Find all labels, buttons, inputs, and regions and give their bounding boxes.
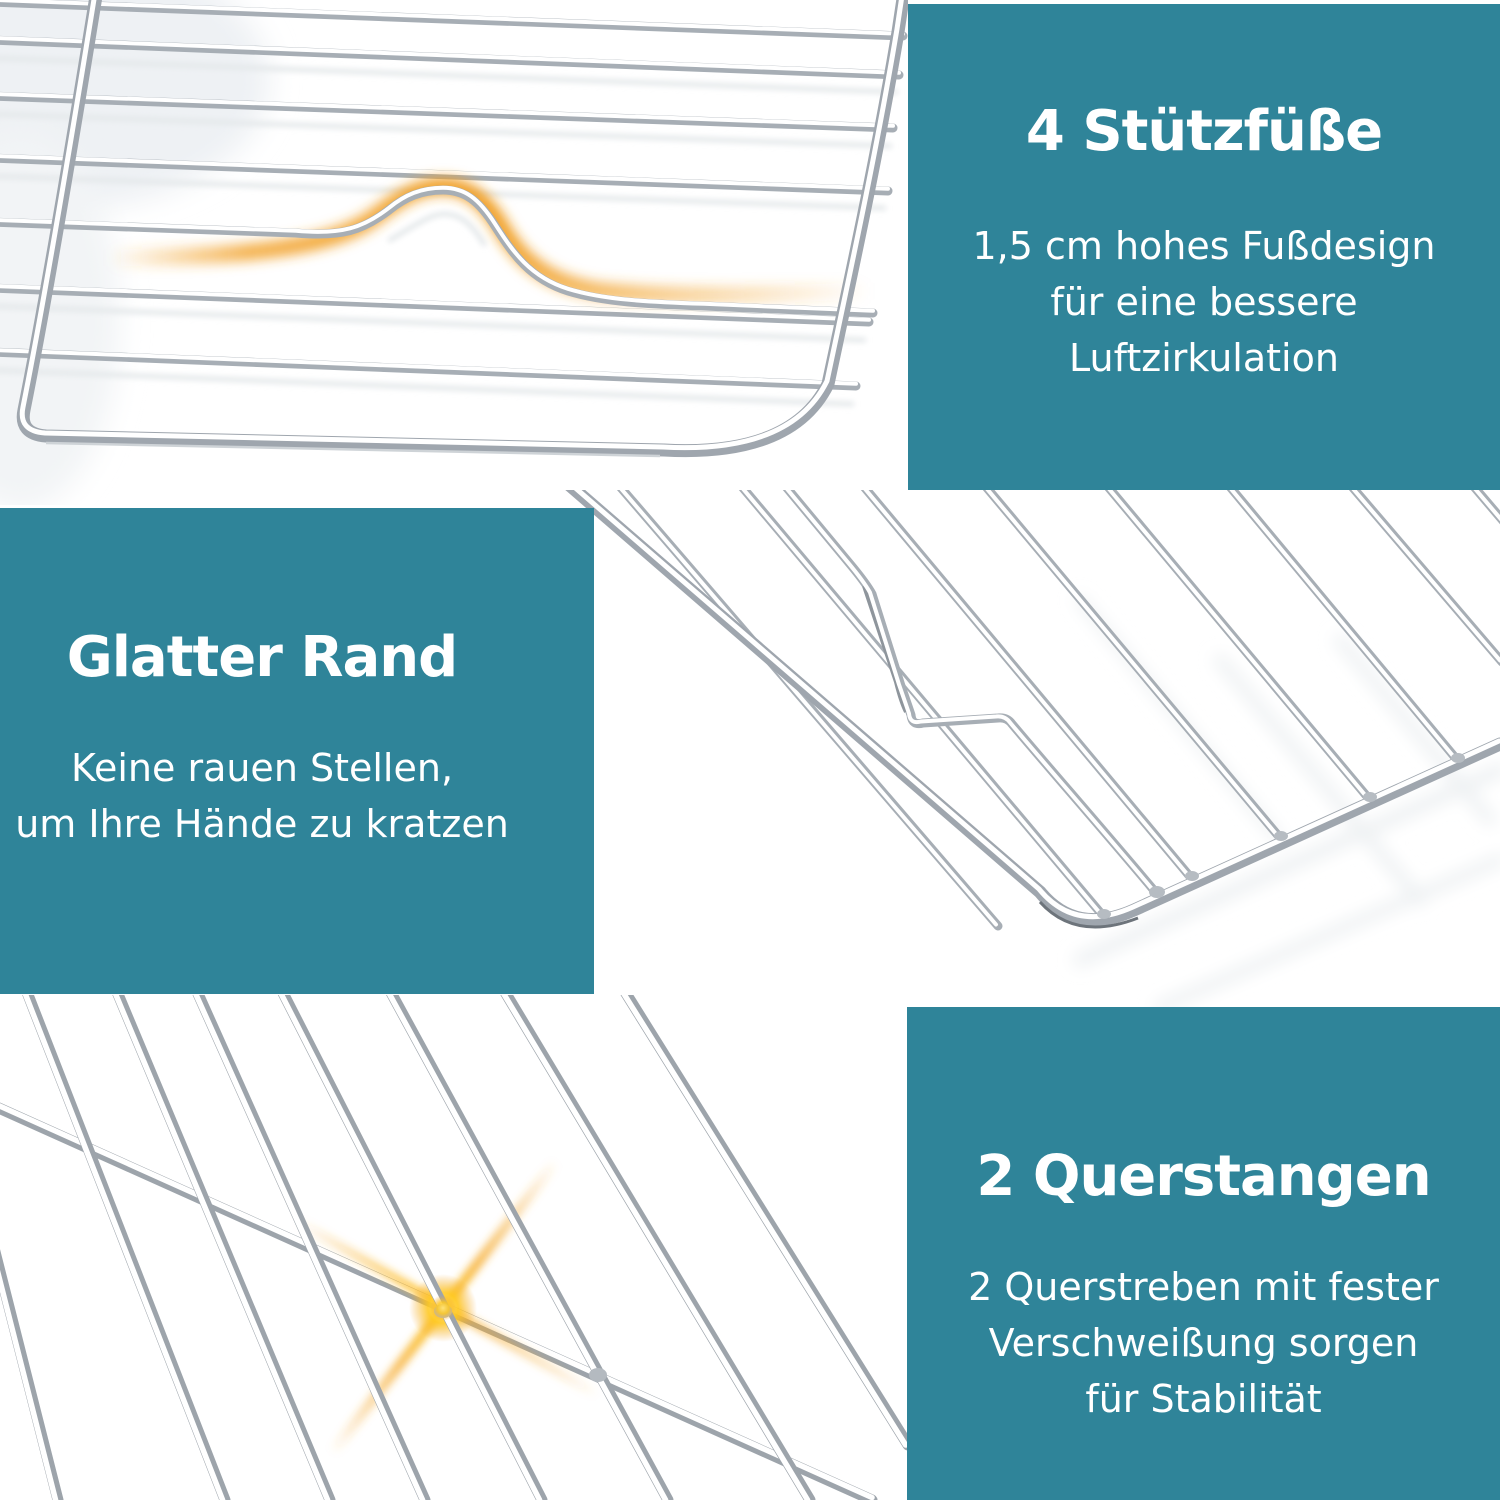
- weld-sparkle-core: [430, 1295, 456, 1321]
- body-line: für eine bessere: [1050, 280, 1358, 324]
- photo-rack-corner-closeup: [565, 490, 1500, 1007]
- body-line: für Stabilität: [1085, 1377, 1322, 1421]
- foot-wire: [0, 185, 878, 318]
- panel-heading: Glatter Rand: [66, 625, 458, 690]
- rack-wires: [616, 490, 1500, 931]
- foot-fold-wire: [782, 490, 1162, 899]
- panel-querstangen: 2 Querstangen 2 Querstreben mit fester V…: [907, 1007, 1500, 1500]
- panel-body: 1,5 cm hohes Fußdesign für eine bessere …: [972, 218, 1435, 386]
- reflection-shadow: [1073, 595, 1500, 1007]
- rack-frame: [565, 490, 1500, 929]
- body-line: um Ihre Hände zu kratzen: [15, 802, 509, 846]
- panel-heading: 2 Querstangen: [976, 1144, 1431, 1209]
- rack-wires: [0, 0, 908, 391]
- body-line: 1,5 cm hohes Fußdesign: [972, 224, 1436, 268]
- body-line: Verschweißung sorgen: [988, 1321, 1419, 1365]
- panel-body: 2 Querstreben mit fester Verschweißung s…: [968, 1259, 1439, 1427]
- photo-rack-crossbar-closeup: [0, 995, 908, 1500]
- panel-heading: 4 Stützfüße: [1025, 99, 1383, 164]
- rack-frame: [16, 0, 908, 458]
- body-line: 2 Querstreben mit fester: [968, 1265, 1439, 1309]
- body-line: Luftzirkulation: [1069, 336, 1339, 380]
- panel-glatter-rand: Glatter Rand Keine rauen Stellen, um Ihr…: [0, 508, 594, 994]
- weld-marks: [1097, 753, 1465, 919]
- panel-body: Keine rauen Stellen, um Ihre Hände zu kr…: [15, 740, 509, 852]
- photo-rack-foot-closeup: [0, 0, 908, 505]
- panel-stuetzfuesse: 4 Stützfüße 1,5 cm hohes Fußdesign für e…: [908, 4, 1500, 490]
- body-line: Keine rauen Stellen,: [70, 746, 454, 790]
- rack-wires: [0, 995, 908, 1500]
